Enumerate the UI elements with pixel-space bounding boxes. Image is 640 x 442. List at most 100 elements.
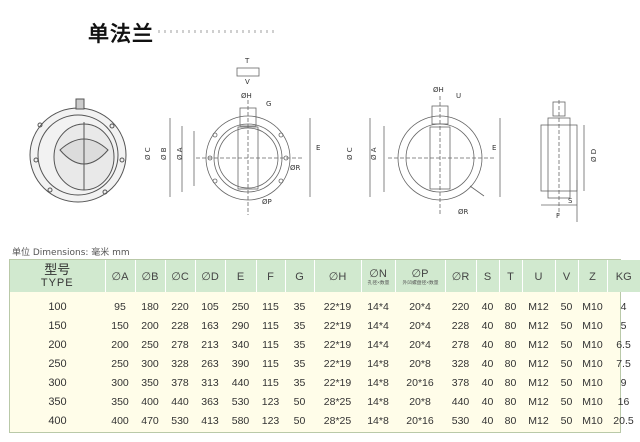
- header-a: ∅A: [104, 260, 135, 292]
- table-cell: 115: [262, 357, 279, 370]
- header-t: T: [498, 260, 522, 292]
- table-cell: 9: [620, 376, 627, 389]
- label-c2: Ø C: [346, 147, 354, 160]
- table-cell: 40: [481, 414, 494, 427]
- header-type-en: TYPE: [40, 277, 74, 289]
- table-cell: 163: [201, 319, 219, 332]
- label-b: Ø B: [160, 147, 168, 160]
- label-r: ØR: [290, 164, 301, 172]
- table-cell: M10: [582, 319, 603, 332]
- header-v: V: [554, 260, 578, 292]
- table-cell: 200: [111, 338, 129, 351]
- table-cell: 14*4: [367, 338, 389, 351]
- table-cell: 220: [171, 300, 189, 313]
- type-cell: 200: [48, 338, 67, 351]
- table-cell: 35: [293, 300, 306, 313]
- table-cell: 20*4: [409, 338, 431, 351]
- table-cell: 20*8: [409, 357, 431, 370]
- table-cell: 40: [481, 395, 494, 408]
- type-cell: 400: [48, 414, 67, 427]
- table-cell: 22*19: [323, 300, 352, 313]
- side-view-drawing: [540, 100, 585, 222]
- table-cell: 278: [451, 338, 470, 351]
- table-cell: 40: [481, 300, 494, 313]
- header-e: E: [224, 260, 256, 292]
- table-cell: 150: [111, 319, 129, 332]
- table-cell: 50: [560, 338, 573, 351]
- table-cell: 40: [481, 357, 494, 370]
- label-d: Ø D: [590, 149, 598, 162]
- table-cell: M10: [582, 338, 603, 351]
- header-kg: KG: [606, 260, 640, 292]
- table-cell: 20*4: [409, 300, 431, 313]
- label-t: T: [244, 57, 250, 65]
- label-f: F: [556, 212, 560, 220]
- header-z: Z: [577, 260, 607, 292]
- label-e: E: [316, 144, 320, 152]
- front-view-drawing-2: [369, 96, 501, 215]
- table-cell: 290: [231, 319, 250, 332]
- table-cell: 35: [293, 338, 306, 351]
- technical-drawings: T V ØH G Ø C Ø B Ø A E ØR ØP ØH U Ø C Ø …: [29, 57, 598, 222]
- table-cell: 14*8: [367, 376, 389, 389]
- table-cell: 80: [504, 338, 517, 351]
- table-cell: 530: [171, 414, 189, 427]
- table-cell: 16: [617, 395, 630, 408]
- table-cell: 213: [201, 338, 219, 351]
- table-cell: 228: [171, 319, 189, 332]
- table-cell: 400: [141, 395, 159, 408]
- table-cell: 220: [451, 300, 470, 313]
- table-cell: 22*19: [323, 357, 352, 370]
- type-cell: 250: [48, 357, 67, 370]
- label-c: Ø C: [144, 147, 152, 160]
- table-cell: 123: [261, 395, 280, 408]
- table-cell: M12: [528, 376, 549, 389]
- table-cell: 14*8: [367, 414, 389, 427]
- table-cell: 28*25: [323, 395, 352, 408]
- label-u: U: [456, 92, 461, 100]
- table-cell: 40: [481, 338, 494, 351]
- table-cell: M12: [528, 414, 549, 427]
- title-decoration: [158, 30, 278, 33]
- table-cell: 50: [560, 319, 573, 332]
- label-e2: E: [492, 144, 496, 152]
- header-type-cn: 型号: [44, 262, 71, 277]
- label-h: ØH: [241, 92, 252, 100]
- table-cell: 50: [560, 414, 573, 427]
- table-cell: M12: [528, 395, 549, 408]
- table-cell: 80: [504, 357, 517, 370]
- header-p: ∅P 外凹螺盘径×数量: [394, 260, 445, 292]
- table-cell: 50: [560, 357, 573, 370]
- table-cell: M12: [528, 319, 549, 332]
- header-f: F: [255, 260, 285, 292]
- table-cell: 328: [451, 357, 470, 370]
- header-n-sub: 孔径×数量: [367, 280, 389, 286]
- header-u: U: [521, 260, 555, 292]
- header-d: ∅D: [194, 260, 225, 292]
- table-cell: 440: [171, 395, 189, 408]
- header-r: ∅R: [444, 260, 476, 292]
- table-cell: M10: [582, 376, 603, 389]
- table-header-row: 型号 TYPE ∅A ∅B ∅C ∅D E F G ∅H ∅N 孔径×数量 ∅P…: [10, 260, 640, 292]
- table-cell: 35: [293, 357, 306, 370]
- table-cell: 4: [620, 300, 627, 313]
- table-cell: 5: [620, 319, 627, 332]
- header-c: ∅C: [164, 260, 195, 292]
- table-cell: 300: [111, 376, 129, 389]
- table-cell: 250: [231, 300, 250, 313]
- table-cell: 278: [171, 338, 189, 351]
- table-cell: 115: [262, 338, 279, 351]
- table-cell: M12: [528, 338, 549, 351]
- table-cell: 80: [504, 300, 517, 313]
- table-cell: 35: [293, 319, 306, 332]
- table-cell: 250: [141, 338, 159, 351]
- table-cell: M10: [582, 300, 603, 313]
- table-cell: 530: [231, 395, 250, 408]
- valve-3d-illustration: [29, 98, 127, 203]
